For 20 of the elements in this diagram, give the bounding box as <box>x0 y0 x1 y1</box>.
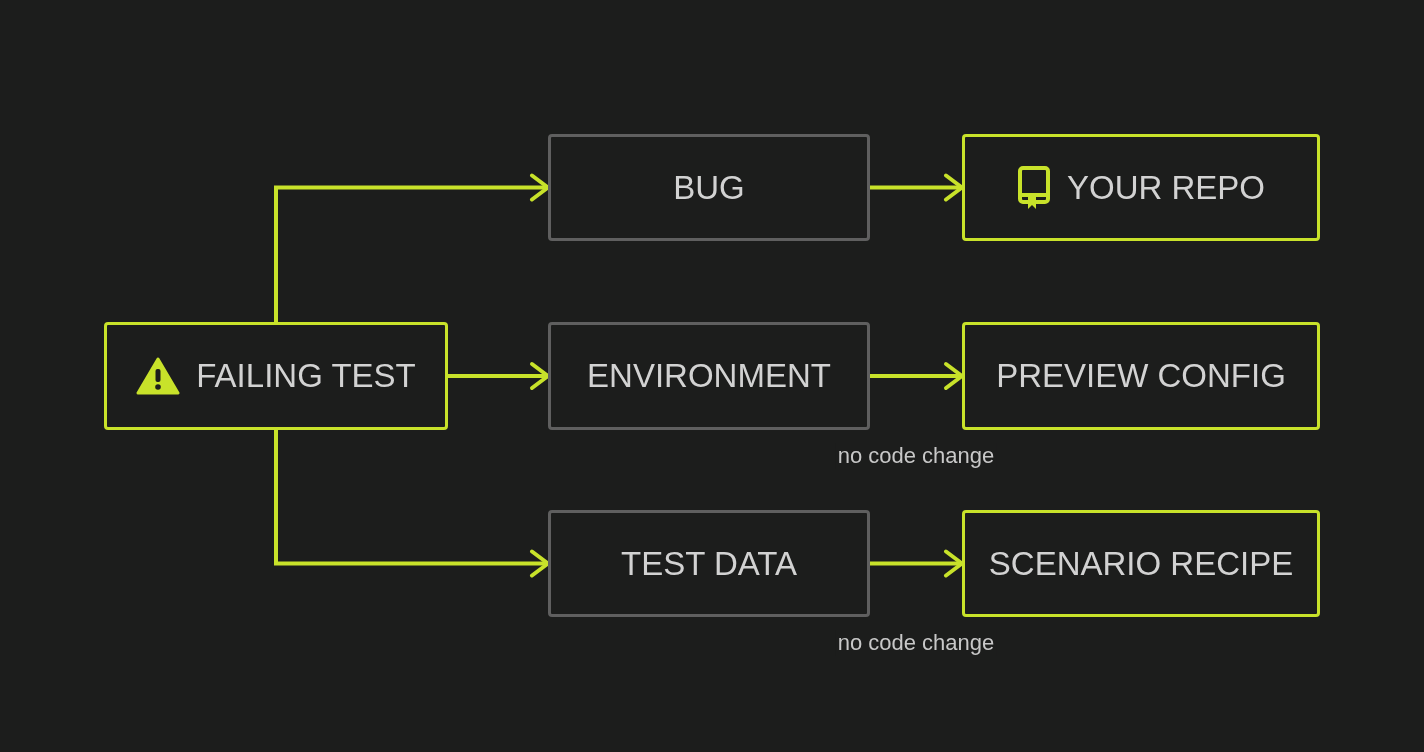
box-label: BUG <box>673 168 745 207</box>
box-label: FAILING TEST <box>196 357 416 395</box>
box-label: TEST DATA <box>621 544 797 583</box>
process-box <box>548 510 870 617</box>
arrow <box>274 173 550 322</box>
process-box <box>548 322 870 430</box>
process-box <box>104 322 448 430</box>
box-label: ENVIRONMENT <box>587 357 831 395</box>
box-label: PREVIEW CONFIG <box>996 357 1286 395</box>
process-box <box>962 510 1320 617</box>
process-box <box>548 134 870 241</box>
process-box <box>962 322 1320 430</box>
arrow <box>870 549 964 578</box>
arrow <box>448 362 550 390</box>
box-label: YOUR REPO <box>1066 168 1265 207</box>
arrow <box>870 362 964 390</box>
arrow <box>274 430 550 578</box>
arrow <box>870 173 964 202</box>
box-label: SCENARIO RECIPE <box>988 544 1294 583</box>
process-box <box>962 134 1320 241</box>
